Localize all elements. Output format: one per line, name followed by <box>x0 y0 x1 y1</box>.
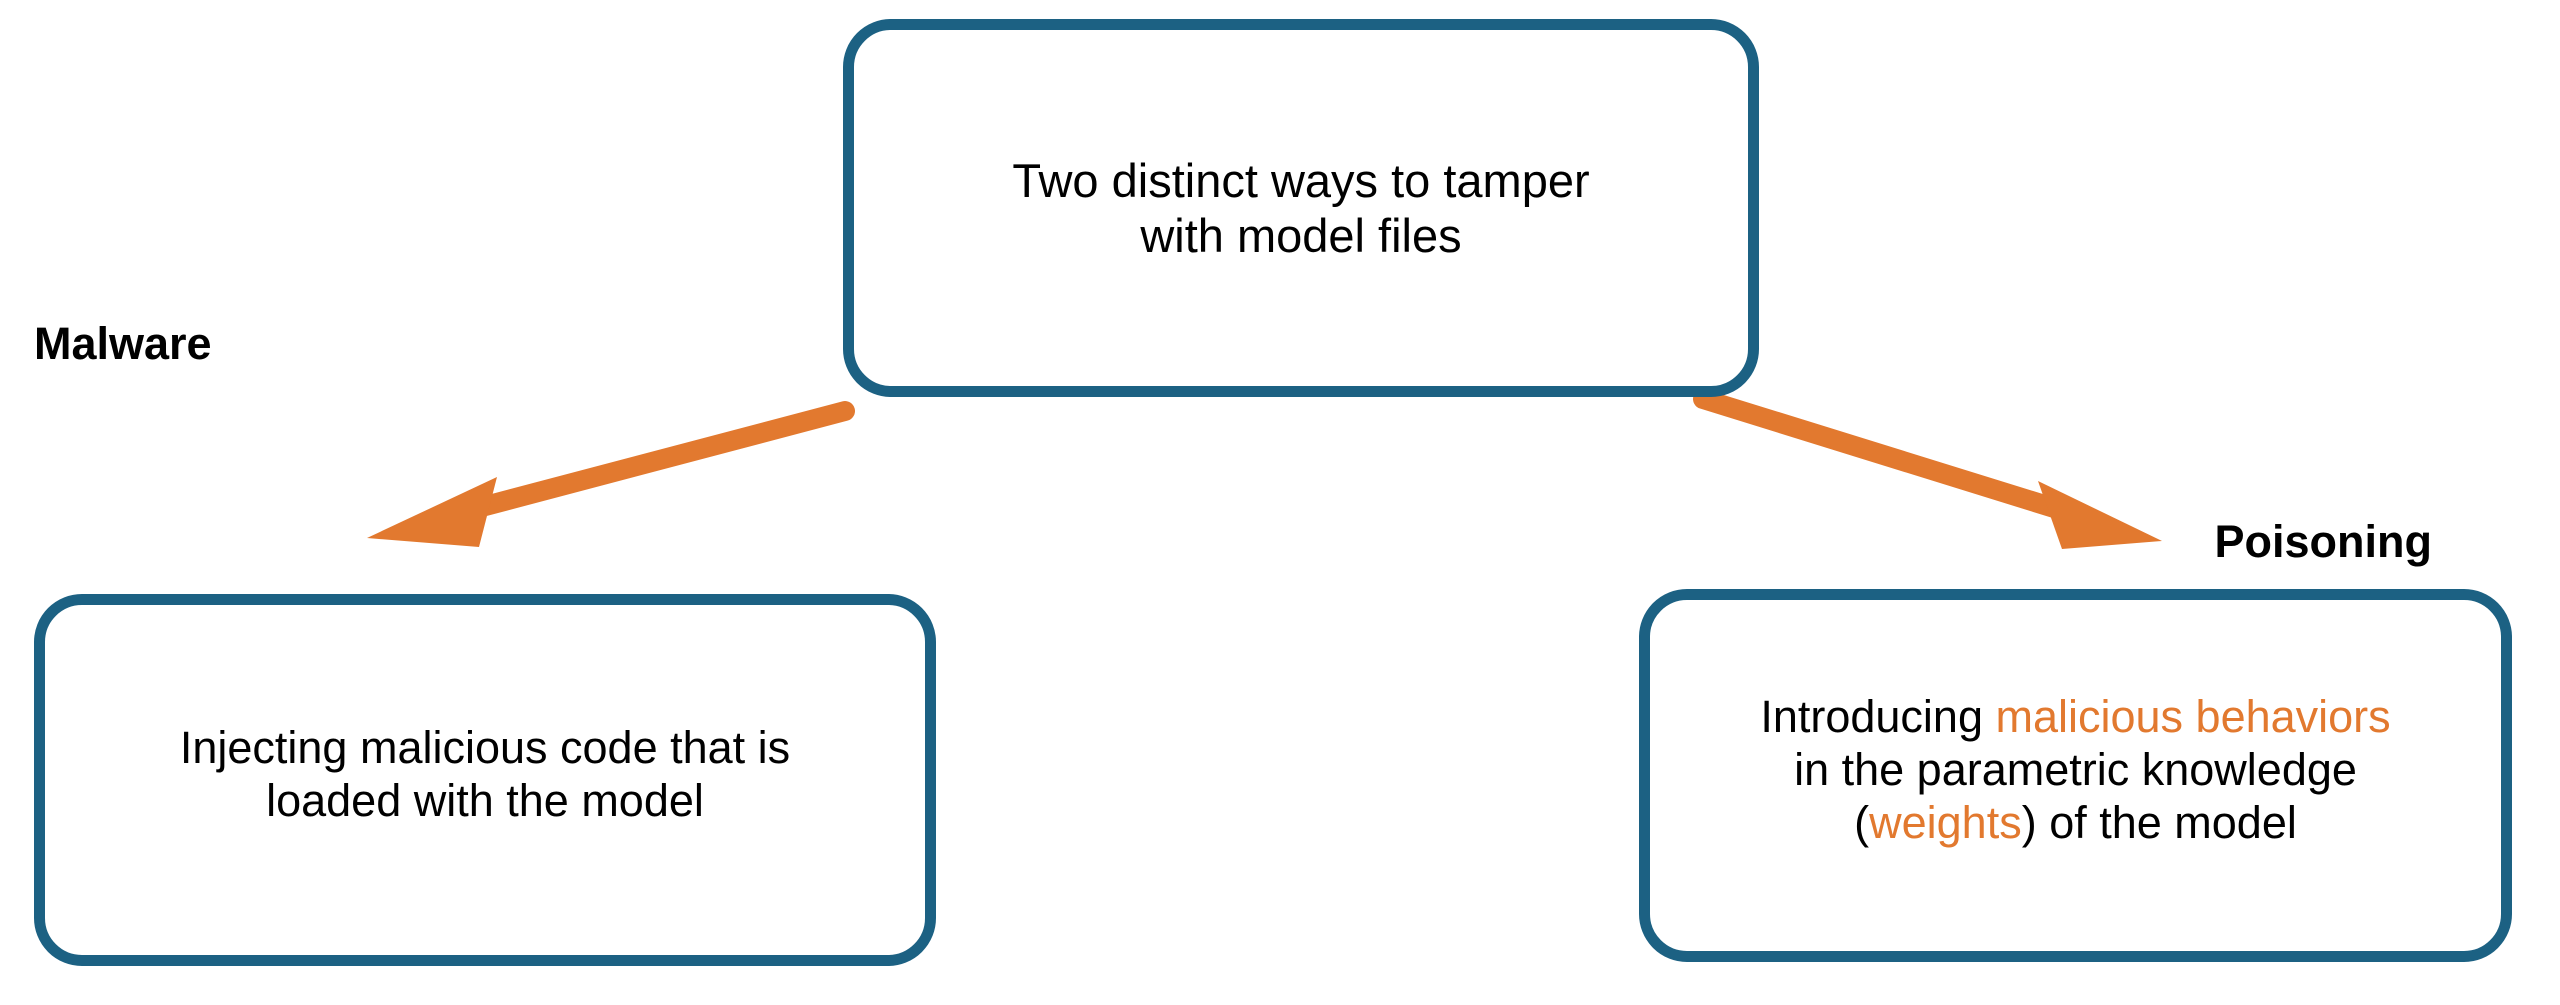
poisoning-line-2: in the parametric knowledge <box>1794 743 2357 795</box>
root-node-line-2: with model files <box>1140 209 1462 262</box>
poisoning-highlight-weights: weights <box>1869 797 2022 849</box>
malware-node-box[interactable]: Injecting malicious code that is loaded … <box>34 594 936 966</box>
branch-label-malware: Malware <box>34 318 212 369</box>
arrow-to-poisoning-icon <box>1693 389 2162 549</box>
malware-node-line-2: loaded with the model <box>266 775 704 826</box>
branch-label-poisoning: Poisoning <box>2214 516 2433 567</box>
poisoning-line-1-plain: Introducing <box>1760 690 1996 742</box>
root-node-line-1: Two distinct ways to tamper <box>1012 153 1590 207</box>
poisoning-line-3-open-paren: ( <box>1854 797 1870 849</box>
poisoning-node-box[interactable]: Introducing malicious behaviors in the p… <box>1639 589 2512 962</box>
malware-node-text: Injecting malicious code that is loaded … <box>156 721 814 827</box>
poisoning-line-3-rest: ) of the model <box>2021 797 2297 849</box>
arrow-to-malware-icon <box>367 401 855 547</box>
root-node-box[interactable]: Two distinct ways to tamper with model f… <box>843 19 1759 397</box>
root-node-text: Two distinct ways to tamper with model f… <box>988 153 1613 264</box>
poisoning-node-text: Introducing malicious behaviors in the p… <box>1736 690 2414 849</box>
malware-node-line-1: Injecting malicious code that is <box>179 721 791 773</box>
poisoning-highlight-malicious-behaviors: malicious behaviors <box>1995 690 2391 742</box>
